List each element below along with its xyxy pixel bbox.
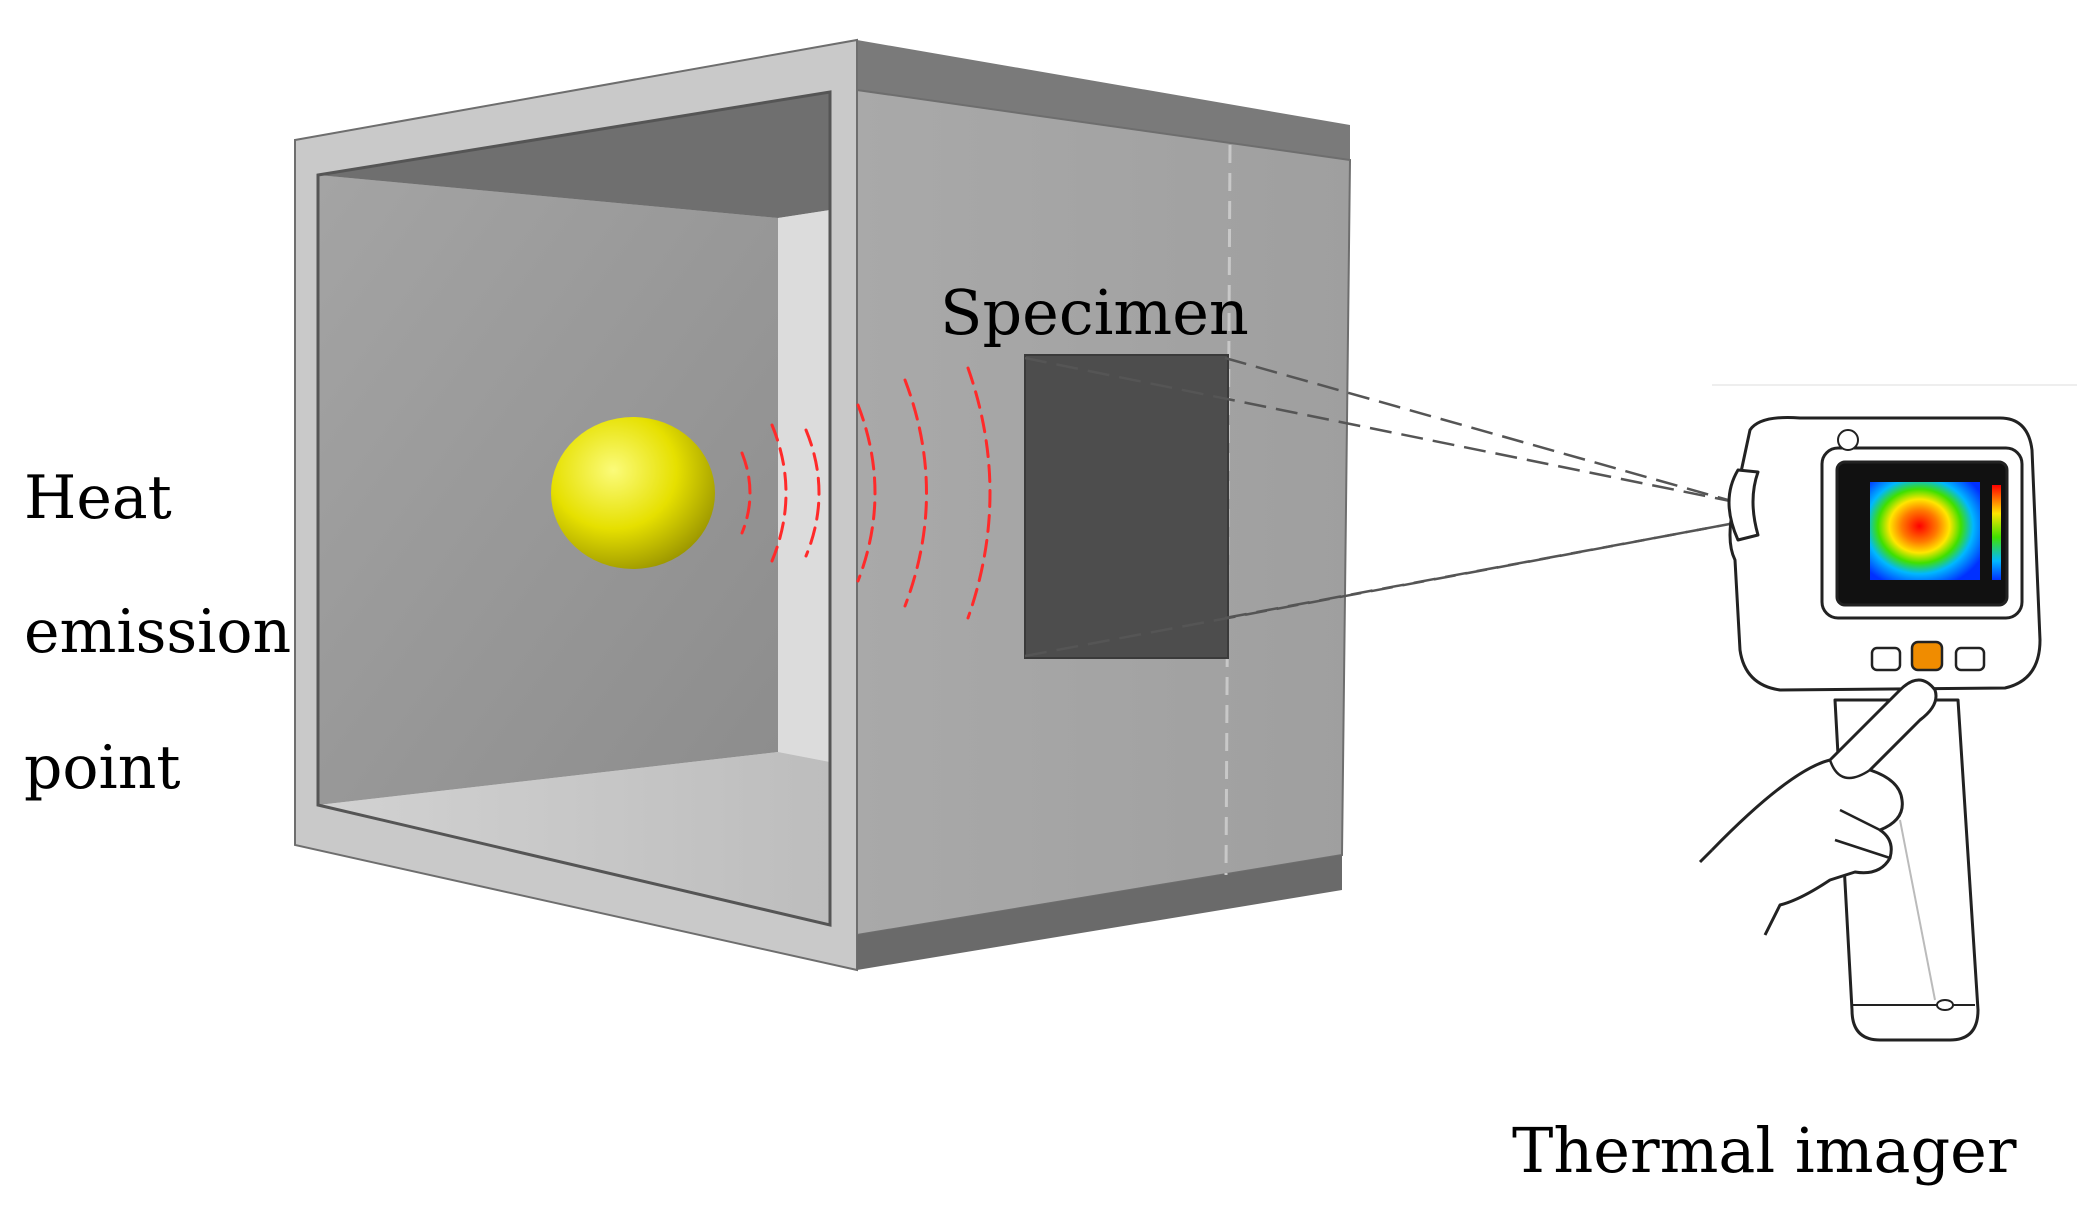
- thermal-image: [1870, 482, 1980, 580]
- heat-waves: [740, 366, 992, 620]
- imager-button-left: [1870, 646, 1902, 672]
- thermal-imager: [1698, 416, 2042, 1042]
- specimen-panel: [1024, 354, 1229, 659]
- camera-view-lines: [1024, 356, 1736, 658]
- thermal-color-scale: [1992, 485, 2001, 580]
- imager-button-trigger: [1910, 640, 1944, 672]
- imager-button-right: [1954, 646, 1986, 672]
- label-heat-line1: Heat: [24, 463, 172, 533]
- hand: [1710, 678, 1938, 936]
- label-thermal-imager: Thermal imager: [1512, 1114, 2017, 1187]
- chamber-back-wall: [318, 175, 778, 805]
- label-heat-line3: point: [24, 733, 181, 803]
- heat-source-sphere: [551, 417, 715, 569]
- label-heat-line2: emission: [24, 597, 292, 667]
- label-specimen: Specimen: [940, 276, 1249, 349]
